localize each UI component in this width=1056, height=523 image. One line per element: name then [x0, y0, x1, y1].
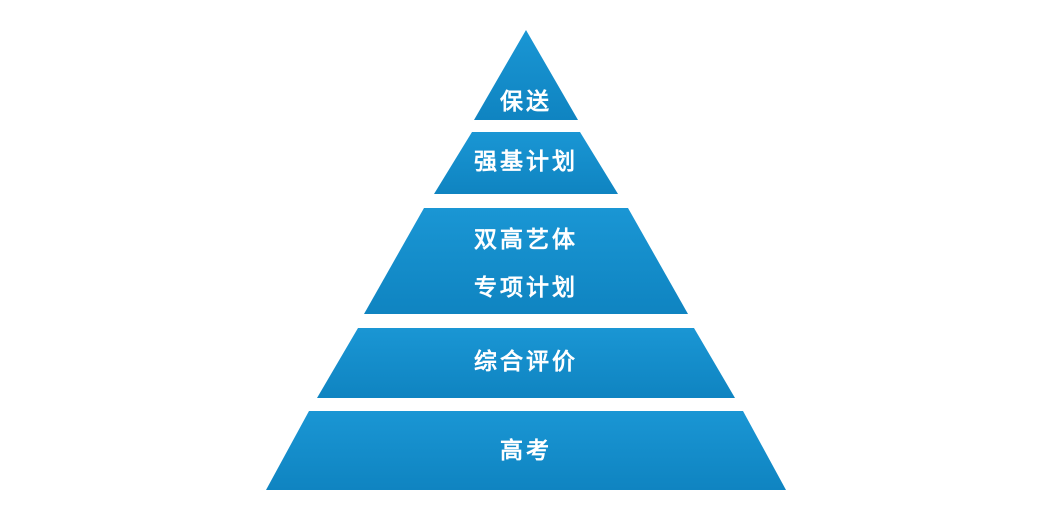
pyramid-level-shape — [434, 132, 618, 194]
pyramid-level-shuanggao: 双高艺体 专项计划 — [364, 208, 688, 314]
level-label-shuanggao-line1: 双高艺体 — [474, 226, 578, 253]
level-label-zonghe: 综合评价 — [474, 348, 578, 375]
pyramid-level-shape — [474, 30, 578, 120]
level-label-gaokao: 高考 — [500, 437, 552, 464]
pyramid-level-qiangji: 强基计划 — [434, 132, 618, 194]
level-label-baosong: 保送 — [499, 88, 552, 115]
level-label-shuanggao-line2: 专项计划 — [474, 274, 578, 301]
pyramid-level-shape — [364, 208, 688, 314]
pyramid-level-shape — [317, 328, 735, 398]
level-label-qiangji: 强基计划 — [474, 148, 578, 175]
pyramid-level-gaokao: 高考 — [266, 411, 786, 490]
pyramid-level-baosong: 保送 — [474, 30, 578, 120]
pyramid-level-shape — [266, 411, 786, 490]
pyramid-level-zonghe: 综合评价 — [317, 328, 735, 398]
